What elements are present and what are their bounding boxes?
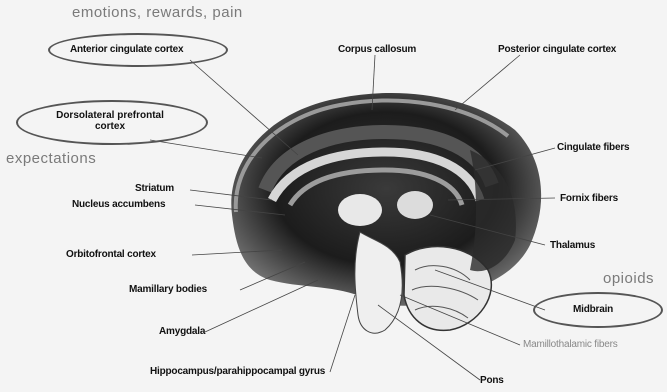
label-posterior-cingulate: Posterior cingulate cortex (498, 44, 616, 55)
label-striatum: Striatum (135, 183, 174, 194)
label-hippocampus: Hippocampus/parahippocampal gyrus (150, 366, 325, 377)
label-fornix-fibers: Fornix fibers (560, 193, 618, 204)
label-nucleus-accumbens: Nucleus accumbens (72, 199, 165, 210)
category-left: expectations (6, 150, 96, 167)
label-mamillary: Mamillary bodies (129, 284, 207, 295)
thalamus-shape (338, 194, 382, 226)
label-dorsolateral-line1: Dorsolateral prefrontal (30, 110, 190, 121)
label-dorsolateral: Dorsolateral prefrontal cortex (30, 110, 190, 132)
label-midbrain: Midbrain (573, 304, 613, 315)
label-amygdala: Amygdala (159, 326, 205, 337)
label-pons: Pons (480, 375, 504, 386)
label-anterior-cingulate: Anterior cingulate cortex (70, 44, 183, 55)
category-top: emotions, rewards, pain (72, 4, 243, 21)
label-cingulate-fibers: Cingulate fibers (557, 142, 629, 153)
label-orbitofrontal: Orbitofrontal cortex (66, 249, 156, 260)
category-right: opioids (603, 270, 654, 287)
label-dorsolateral-line2: cortex (30, 121, 190, 132)
label-mamillothalamic: Mamillothalamic fibers (523, 339, 618, 350)
label-thalamus: Thalamus (550, 240, 595, 251)
label-corpus-callosum: Corpus callosum (338, 44, 416, 55)
